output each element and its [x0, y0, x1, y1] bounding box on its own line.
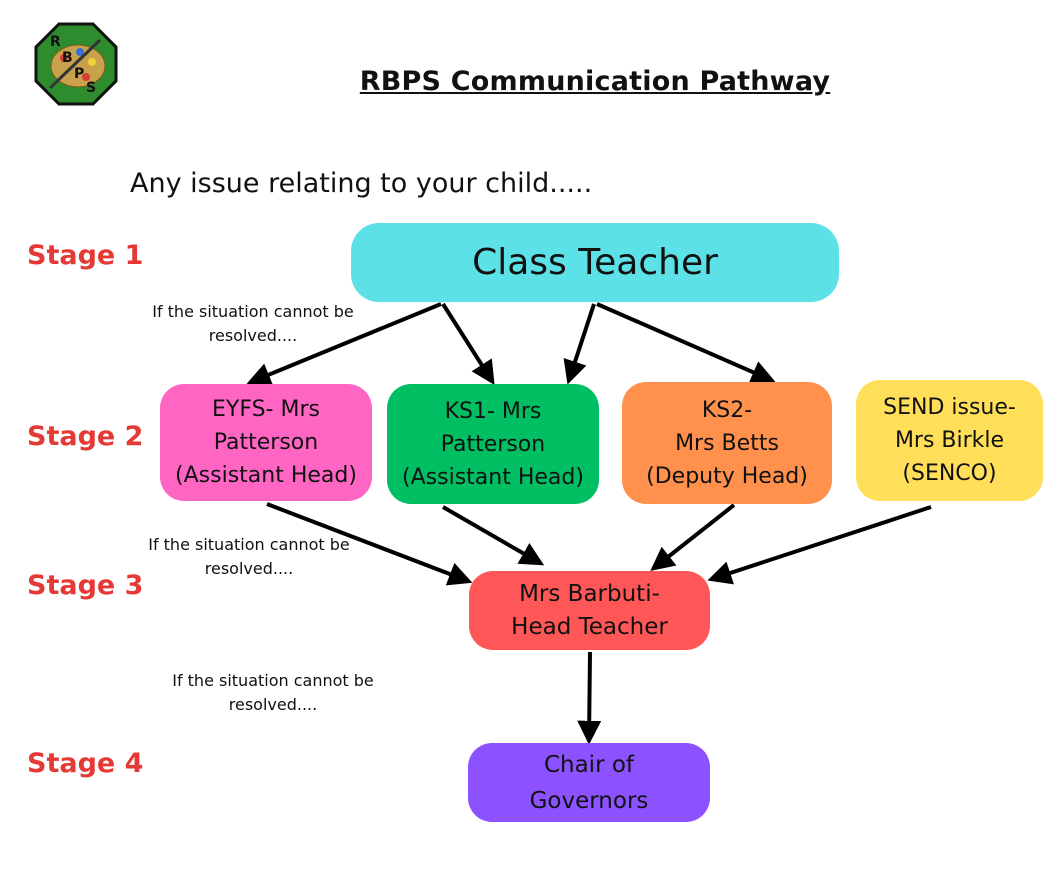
box-line: Class Teacher: [472, 242, 718, 283]
note-line: resolved....: [204, 559, 294, 578]
arrow-class-to-ks1: [441, 302, 495, 386]
chair-of-governors-box: Chair of Governors: [468, 743, 710, 822]
box-line: Mrs Birkle: [894, 428, 1005, 453]
intro-text: Any issue relating to your child.....: [130, 168, 593, 199]
school-logo: R B P S: [34, 22, 118, 106]
note-line: If the situation cannot be: [152, 302, 354, 321]
logo-letter-s: S: [86, 80, 96, 96]
box-line: EYFS- Mrs: [211, 397, 320, 422]
logo-octagon-icon: R B P S: [34, 22, 118, 106]
box-line: Mrs Barbuti-: [519, 580, 660, 607]
send-box: SEND issue- Mrs Birkle (SENCO): [856, 380, 1043, 501]
box-line: Patterson: [440, 431, 546, 457]
logo-letter-r: R: [50, 34, 61, 50]
box-line: (Deputy Head): [646, 463, 808, 489]
box-line: Head Teacher: [511, 613, 668, 640]
eyfs-box: EYFS- Mrs Patterson (Assistant Head): [160, 384, 372, 501]
note-line: If the situation cannot be: [148, 535, 350, 554]
box-line: Governors: [529, 787, 649, 814]
box-line: (Assistant Head): [402, 464, 584, 490]
page-title: RBPS Communication Pathway: [359, 66, 831, 97]
logo-letter-p: P: [74, 66, 84, 82]
box-line: Chair of: [543, 751, 635, 778]
ks2-box: KS2- Mrs Betts (Deputy Head): [622, 382, 832, 504]
stage-4-label: Stage 4: [27, 748, 144, 779]
stage-1-label: Stage 1: [27, 240, 144, 271]
box-line: SEND issue-: [883, 395, 1016, 420]
box-line: (SENCO): [902, 461, 997, 486]
note-line: resolved....: [208, 326, 298, 345]
arrow-ks1-to-head: [442, 505, 545, 566]
escalation-note-3: If the situation cannot be resolved....: [148, 669, 398, 717]
arrow-send-to-head: [707, 505, 932, 585]
stage-2-label: Stage 2: [27, 421, 144, 452]
ks1-box: KS1- Mrs Patterson (Assistant Head): [387, 384, 599, 504]
arrow-head-to-chair: [577, 651, 602, 745]
arrow-class-to-ks2-left: [563, 303, 596, 385]
note-line: resolved....: [228, 695, 318, 714]
arrow-class-to-ks2-right: [596, 302, 776, 384]
stage-3-label: Stage 3: [27, 570, 144, 601]
head-teacher-box: Mrs Barbuti- Head Teacher: [469, 571, 710, 650]
box-line: Patterson: [213, 430, 319, 455]
box-line: KS1- Mrs: [444, 398, 542, 424]
box-line: KS2-: [701, 397, 753, 423]
escalation-note-2: If the situation cannot be resolved....: [124, 533, 374, 581]
box-line: (Assistant Head): [175, 463, 357, 488]
logo-letter-b: B: [62, 50, 73, 66]
class-teacher-box: Class Teacher: [351, 223, 839, 302]
box-line: Mrs Betts: [675, 430, 779, 456]
note-line: If the situation cannot be: [172, 671, 374, 690]
arrow-ks2-to-head: [650, 503, 736, 571]
escalation-note-1: If the situation cannot be resolved....: [128, 300, 378, 348]
